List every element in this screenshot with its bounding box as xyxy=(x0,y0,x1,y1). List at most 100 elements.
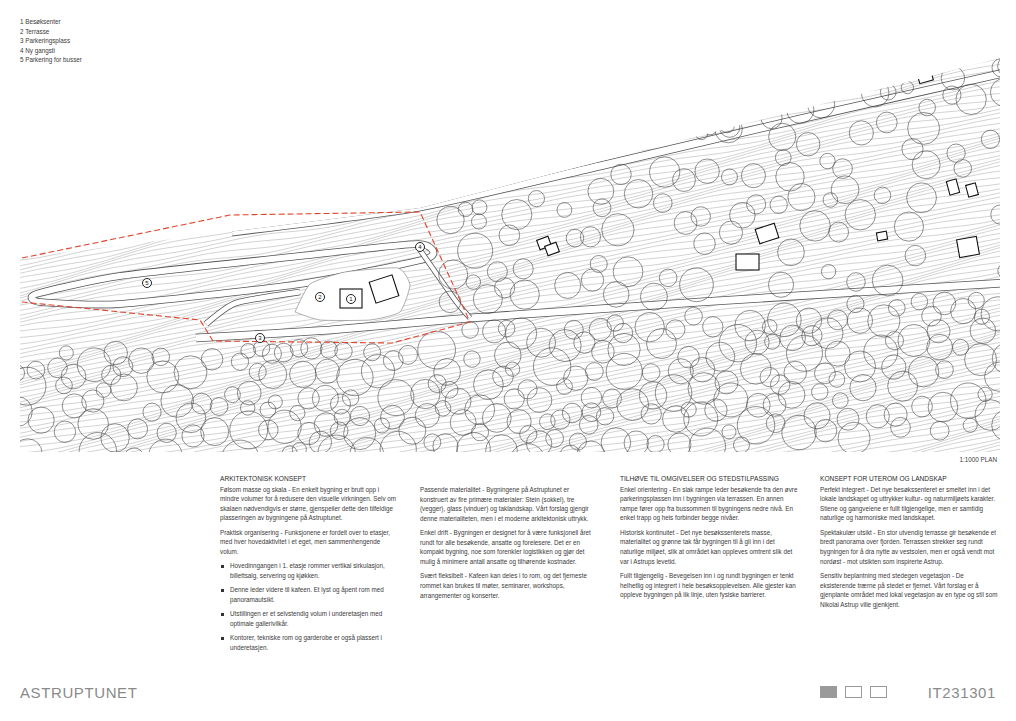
road xyxy=(232,73,1004,232)
contour-line xyxy=(10,170,1010,376)
tree xyxy=(249,363,266,380)
tree xyxy=(690,357,715,382)
tree xyxy=(520,426,537,443)
bullet-item: Denne leder videre til kafeen. Et lyst o… xyxy=(220,585,398,604)
tree xyxy=(647,329,677,359)
tree xyxy=(776,163,805,192)
tree xyxy=(912,151,940,179)
tree xyxy=(603,282,629,308)
tree xyxy=(905,245,925,265)
contour-line xyxy=(10,418,1010,616)
tree xyxy=(778,239,805,266)
tree xyxy=(978,387,992,401)
tree xyxy=(259,360,287,388)
tree xyxy=(260,402,276,418)
tree xyxy=(734,437,750,453)
plan-drawing xyxy=(2,48,1016,671)
page-marker xyxy=(871,687,887,698)
contour-line xyxy=(10,57,1010,261)
contour-line xyxy=(10,433,1010,635)
tree xyxy=(641,404,661,424)
contour-line xyxy=(10,370,1010,574)
tree xyxy=(577,441,605,469)
tree xyxy=(787,96,814,123)
tree xyxy=(464,351,480,367)
tree xyxy=(579,416,598,435)
tree xyxy=(513,259,533,279)
tree xyxy=(602,214,634,246)
tree xyxy=(998,55,1016,77)
tree xyxy=(908,356,938,386)
text-entry: Svært fleksibelt - Kafeen kan deles i to… xyxy=(420,571,598,600)
tree xyxy=(101,424,129,452)
tree xyxy=(812,384,828,400)
road xyxy=(420,250,470,318)
tree xyxy=(435,401,450,416)
tree xyxy=(747,195,766,214)
tree xyxy=(268,410,301,443)
contour-line xyxy=(10,182,1010,385)
tree xyxy=(221,440,259,478)
tree xyxy=(280,455,314,489)
tree xyxy=(653,194,672,213)
building xyxy=(340,289,362,308)
tree xyxy=(282,446,297,461)
tree xyxy=(721,169,737,185)
contour-line xyxy=(10,448,1010,654)
tree xyxy=(689,428,725,464)
tree xyxy=(128,419,148,439)
contour-line xyxy=(10,394,1010,590)
tree xyxy=(770,196,787,213)
callout-text: 5 xyxy=(145,280,148,286)
text-entry: Praktisk organisering - Funksjonene er f… xyxy=(220,528,398,557)
text-column: KONSEPT FOR UTEROM OG LANDSKAPPerfekt in… xyxy=(820,474,998,614)
tree xyxy=(780,325,806,351)
tree xyxy=(434,359,461,386)
tree xyxy=(494,342,521,369)
tree xyxy=(740,353,771,384)
callout-text: 1 xyxy=(349,296,352,302)
tree xyxy=(112,476,127,491)
tree xyxy=(75,465,95,485)
callout-number: 1 xyxy=(346,294,356,304)
scale-label: 1:1000 PLAN xyxy=(960,455,997,465)
tree xyxy=(593,199,611,217)
tree xyxy=(528,191,544,207)
contour-line xyxy=(10,261,1010,467)
tree xyxy=(124,448,144,468)
tree xyxy=(965,344,997,376)
tree xyxy=(330,422,348,440)
tree xyxy=(533,348,570,385)
tree xyxy=(673,169,696,192)
building xyxy=(876,231,887,241)
section-heading: ARKITEKTONISK KONSEPT xyxy=(220,474,398,484)
tree xyxy=(804,403,830,429)
tree xyxy=(954,160,972,178)
tree xyxy=(395,453,427,485)
tree xyxy=(730,202,756,228)
tree xyxy=(796,133,819,156)
tree xyxy=(975,400,1006,431)
tree xyxy=(143,403,161,421)
tree xyxy=(292,442,306,456)
tree xyxy=(992,342,1016,374)
page-marker xyxy=(820,686,837,698)
tree xyxy=(998,263,1013,278)
contour-line xyxy=(10,298,1010,495)
road-edge xyxy=(232,73,1004,232)
body-text: Følsom masse og skala - En enkelt bygnin… xyxy=(220,485,398,523)
contour-line xyxy=(10,319,1010,515)
tree xyxy=(845,200,875,230)
tree xyxy=(823,193,838,208)
tree xyxy=(922,306,942,326)
tree xyxy=(763,393,786,416)
contour-line xyxy=(10,466,1010,669)
tree xyxy=(337,359,373,395)
contour-line xyxy=(10,144,1010,345)
callout-text: 2 xyxy=(318,294,321,300)
tree xyxy=(337,457,360,480)
text-entry: Enkel drift - Bygningen er designet for … xyxy=(420,528,598,566)
tree xyxy=(930,421,949,440)
text-entry: TILHØVE TIL OMGIVELSER OG STEDSTILPASSIN… xyxy=(620,474,798,484)
body-text: Sensitiv beplantning med stedegen vegeta… xyxy=(820,571,998,609)
